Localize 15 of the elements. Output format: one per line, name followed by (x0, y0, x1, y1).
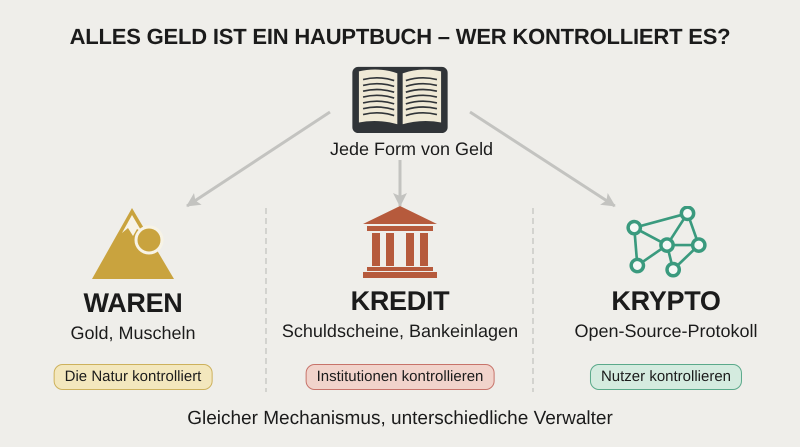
column-heading: KRYPTO (611, 286, 721, 317)
arrow (186, 110, 331, 208)
label-badge: Die Natur kontrolliert (54, 364, 212, 390)
hub-label: Jede Form von Geld (330, 138, 494, 160)
column-subtitle: Open-Source-Protokoll (574, 320, 758, 342)
label-badge: Nutzer kontrollieren (590, 364, 742, 390)
column-subtitle: Schuldscheine, Bankeinlagen (282, 320, 518, 342)
column-heading: WAREN (84, 288, 182, 319)
column-heading: KREDIT (350, 286, 450, 317)
caption: Gleicher Mechanismus, unterschiedliche Verwalter (187, 408, 613, 430)
column-subtitle: Gold, Muscheln (70, 322, 196, 344)
title: ALLES GELD IST EIN HAUPTBUCH – WER KONTROLLIERT ES? (70, 24, 730, 50)
arrow (393, 160, 407, 207)
arrow (469, 110, 616, 208)
label-badge: Institutionen kontrollieren (306, 364, 494, 390)
